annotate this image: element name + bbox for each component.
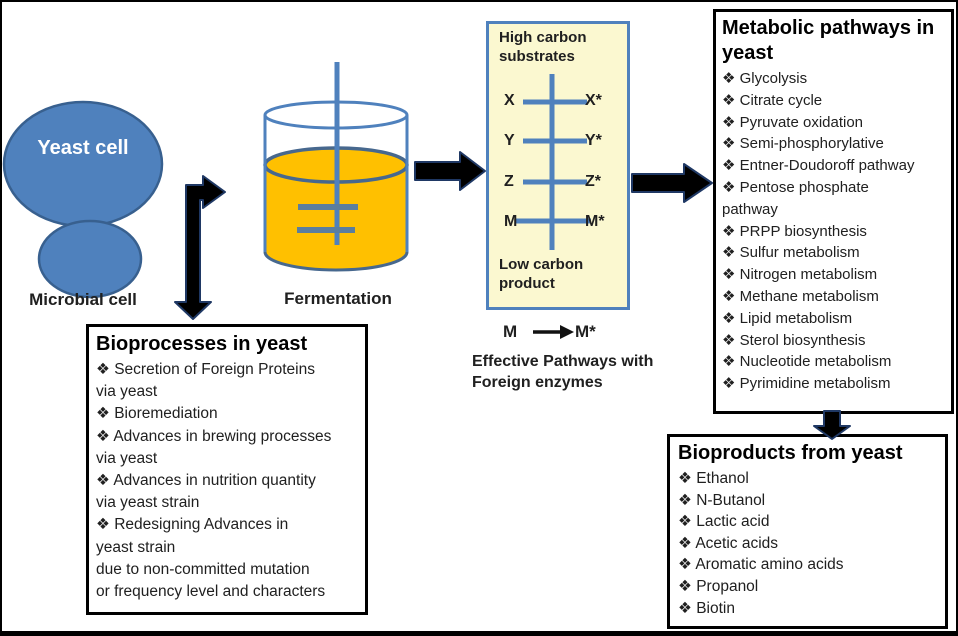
list-line: yeast strain xyxy=(96,538,176,556)
beaker-bottom xyxy=(263,251,409,272)
list-line: ❖ Nitrogen metabolism xyxy=(722,266,878,284)
list-line: ❖ Pentose phosphate xyxy=(722,178,869,196)
bioprocesses-title: Bioprocesses in yeast xyxy=(96,333,308,355)
microbial-cell-ellipse xyxy=(37,219,143,299)
yeast-cell-label: Yeast cell xyxy=(37,137,129,159)
microbial-cell-caption: Microbial cell xyxy=(29,290,137,309)
list-line: via yeast xyxy=(96,449,158,467)
list-line: or frequency level and characters xyxy=(96,583,326,601)
substrate-label: Y xyxy=(504,132,515,149)
fermentation-to-substrates-arrow xyxy=(414,151,486,191)
product-label: M* xyxy=(585,213,605,230)
product-label: X* xyxy=(585,92,602,109)
product-label: Y* xyxy=(585,132,602,149)
metabolic-pathways-title: Metabolic pathways in yeast xyxy=(722,17,935,64)
list-line: ❖ Biotin xyxy=(678,599,735,617)
substrate-label: M xyxy=(504,213,518,230)
low-carbon-label: Low carbon product xyxy=(499,256,584,292)
list-line: via yeast xyxy=(96,383,158,401)
list-line: ❖ Entner-Doudoroff pathway xyxy=(722,157,915,175)
list-line: via yeast strain xyxy=(96,494,200,512)
stirrer-blades xyxy=(297,204,358,233)
list-line: ❖ Acetic acids xyxy=(678,534,779,552)
list-line: ❖ N-Butanol xyxy=(678,491,766,509)
list-line: ❖ Sulfur metabolism xyxy=(722,244,860,262)
list-line: ❖ PRPP biosynthesis xyxy=(722,222,867,240)
metabolic-pathways-box: Metabolic pathways in yeast ❖ Glycolysis… xyxy=(713,9,954,414)
list-line: ❖ Propanol xyxy=(678,577,759,595)
reaction-product-label: M* xyxy=(575,322,596,341)
list-line: ❖ Pyruvate oxidation xyxy=(722,113,864,131)
list-line: ❖ Redesigning Advances in xyxy=(96,516,289,534)
fermenter-liquid xyxy=(265,165,407,270)
bioproducts-title: Bioproducts from yeast xyxy=(678,442,903,464)
list-line: ❖ Advances in brewing processes xyxy=(96,427,332,445)
effective-pathways-caption: Effective Pathways with Foreign enzymes xyxy=(472,353,654,391)
liquid-surface xyxy=(263,146,409,184)
list-line: ❖ Citrate cycle xyxy=(722,91,823,109)
list-line: ❖ Ethanol xyxy=(678,470,749,487)
reaction-substrate-label: M xyxy=(503,322,518,341)
list-line: ❖ Sterol biosynthesis xyxy=(722,331,866,349)
substrate-label: Z xyxy=(504,173,514,190)
list-line: ❖ Glycolysis xyxy=(722,70,808,87)
bioproducts-box: Bioproducts from yeast ❖ Ethanol ❖ N-But… xyxy=(667,434,948,629)
product-label: Z* xyxy=(585,173,601,190)
substrates-to-pathways-arrow xyxy=(631,163,713,203)
beaker-opening xyxy=(263,100,409,130)
list-line: due to non-committed mutation xyxy=(96,560,310,578)
fermentation-caption: Fermentation xyxy=(284,289,392,308)
list-line: ❖ Lipid metabolism xyxy=(722,309,853,327)
list-line: ❖ Pyrimidine metabolism xyxy=(722,375,891,393)
list-line: ❖ Secretion of Foreign Proteins xyxy=(96,361,315,378)
yeast-cell-ellipse xyxy=(2,100,164,228)
list-line: ❖ Advances in nutrition quantity xyxy=(96,472,316,490)
list-line: ❖ Lactic acid xyxy=(678,513,770,531)
list-line: ❖ Bioremediation xyxy=(96,405,218,423)
beaker-walls xyxy=(263,115,409,252)
list-line: ❖ Semi-phosphorylative xyxy=(722,135,884,153)
list-line: ❖ Methane metabolism xyxy=(722,287,879,305)
substrate-label: X xyxy=(504,92,515,109)
cell-branch-arrow xyxy=(174,175,226,320)
high-carbon-label: High carbon substrates xyxy=(499,29,587,65)
reaction-arrow-head xyxy=(560,325,574,339)
list-line: pathway xyxy=(722,200,778,218)
list-line: ❖ Aromatic amino acids xyxy=(678,556,844,574)
bioprocesses-box: Bioprocesses in yeast ❖ Secretion of For… xyxy=(86,324,368,615)
list-line: ❖ Nucleotide metabolism xyxy=(722,353,892,371)
